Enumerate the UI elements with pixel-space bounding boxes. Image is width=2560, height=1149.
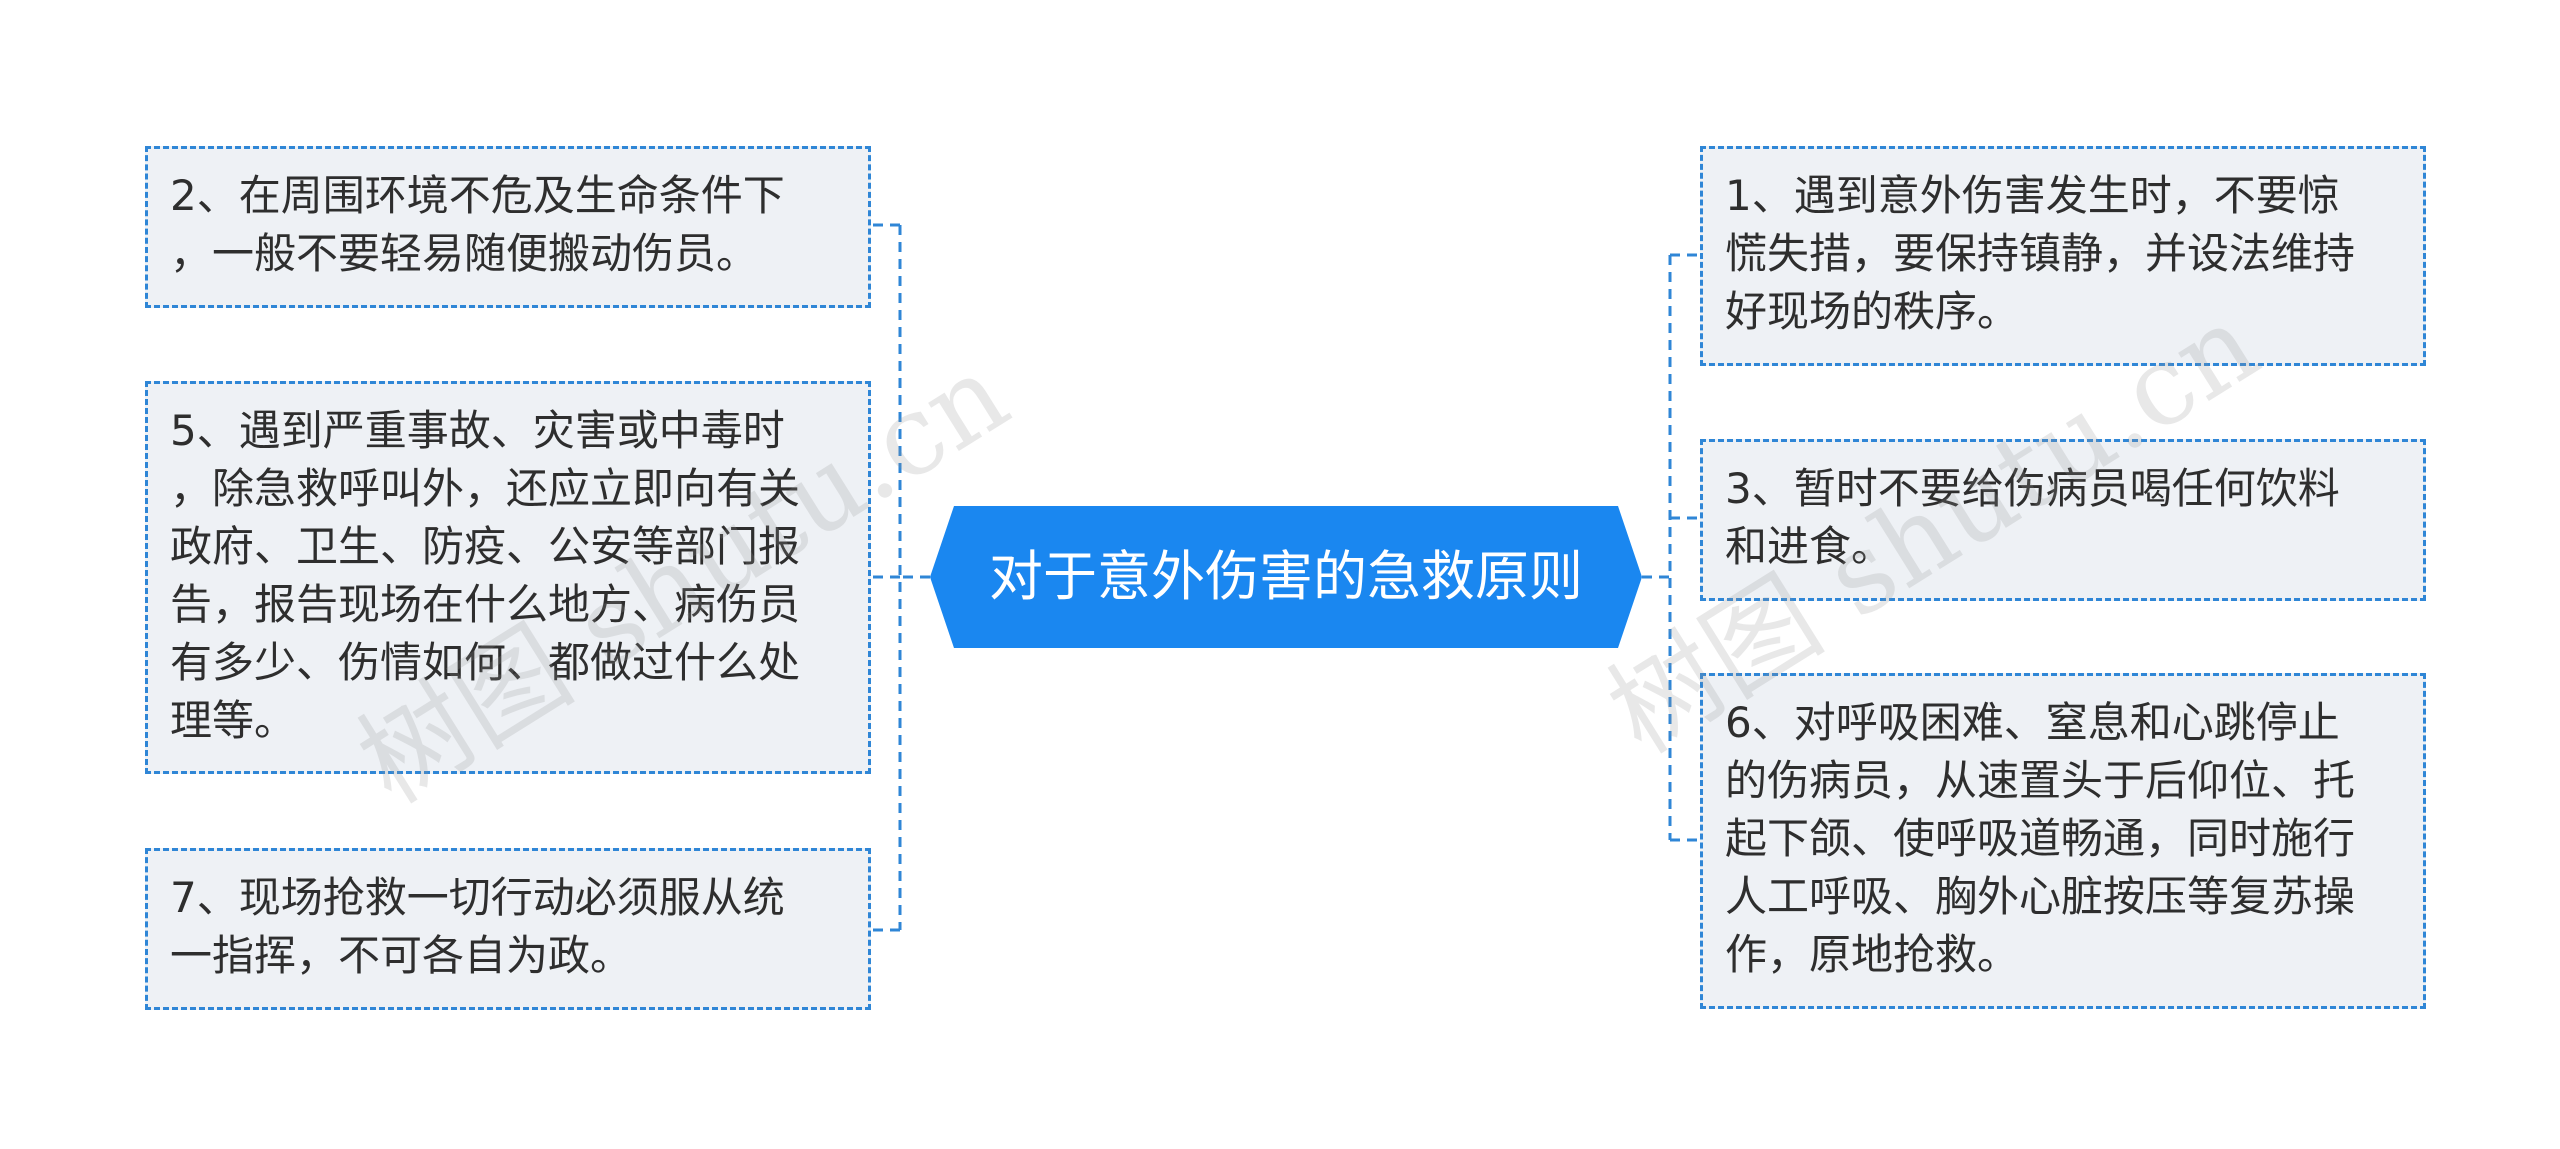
central-topic-shape bbox=[930, 506, 1642, 648]
central-topic-label: 对于意外伤害的急救原则 bbox=[989, 545, 1583, 608]
central-topic[interactable]: 对于意外伤害的急救原则 bbox=[930, 506, 1642, 648]
topic-node-right-3[interactable]: 6、对呼吸困难、窒息和心跳停止 的伤病员，从速置头于后仰位、托 起下颌、使呼吸道… bbox=[1700, 673, 2426, 1009]
topic-node-right-1[interactable]: 1、遇到意外伤害发生时，不要惊 慌失措，要保持镇静，并设法维持 好现场的秩序。 bbox=[1700, 146, 2426, 366]
topic-node-right-2[interactable]: 3、暂时不要给伤病员喝任何饮料 和进食。 bbox=[1700, 439, 2426, 601]
topic-node-left-1[interactable]: 2、在周围环境不危及生命条件下 ，一般不要轻易随便搬动伤员。 bbox=[145, 146, 871, 308]
topic-node-left-2[interactable]: 5、遇到严重事故、灾害或中毒时 ，除急救呼叫外，还应立即向有关 政府、卫生、防疫… bbox=[145, 381, 871, 774]
topic-node-left-3[interactable]: 7、现场抢救一切行动必须服从统 一指挥，不可各自为政。 bbox=[145, 848, 871, 1010]
